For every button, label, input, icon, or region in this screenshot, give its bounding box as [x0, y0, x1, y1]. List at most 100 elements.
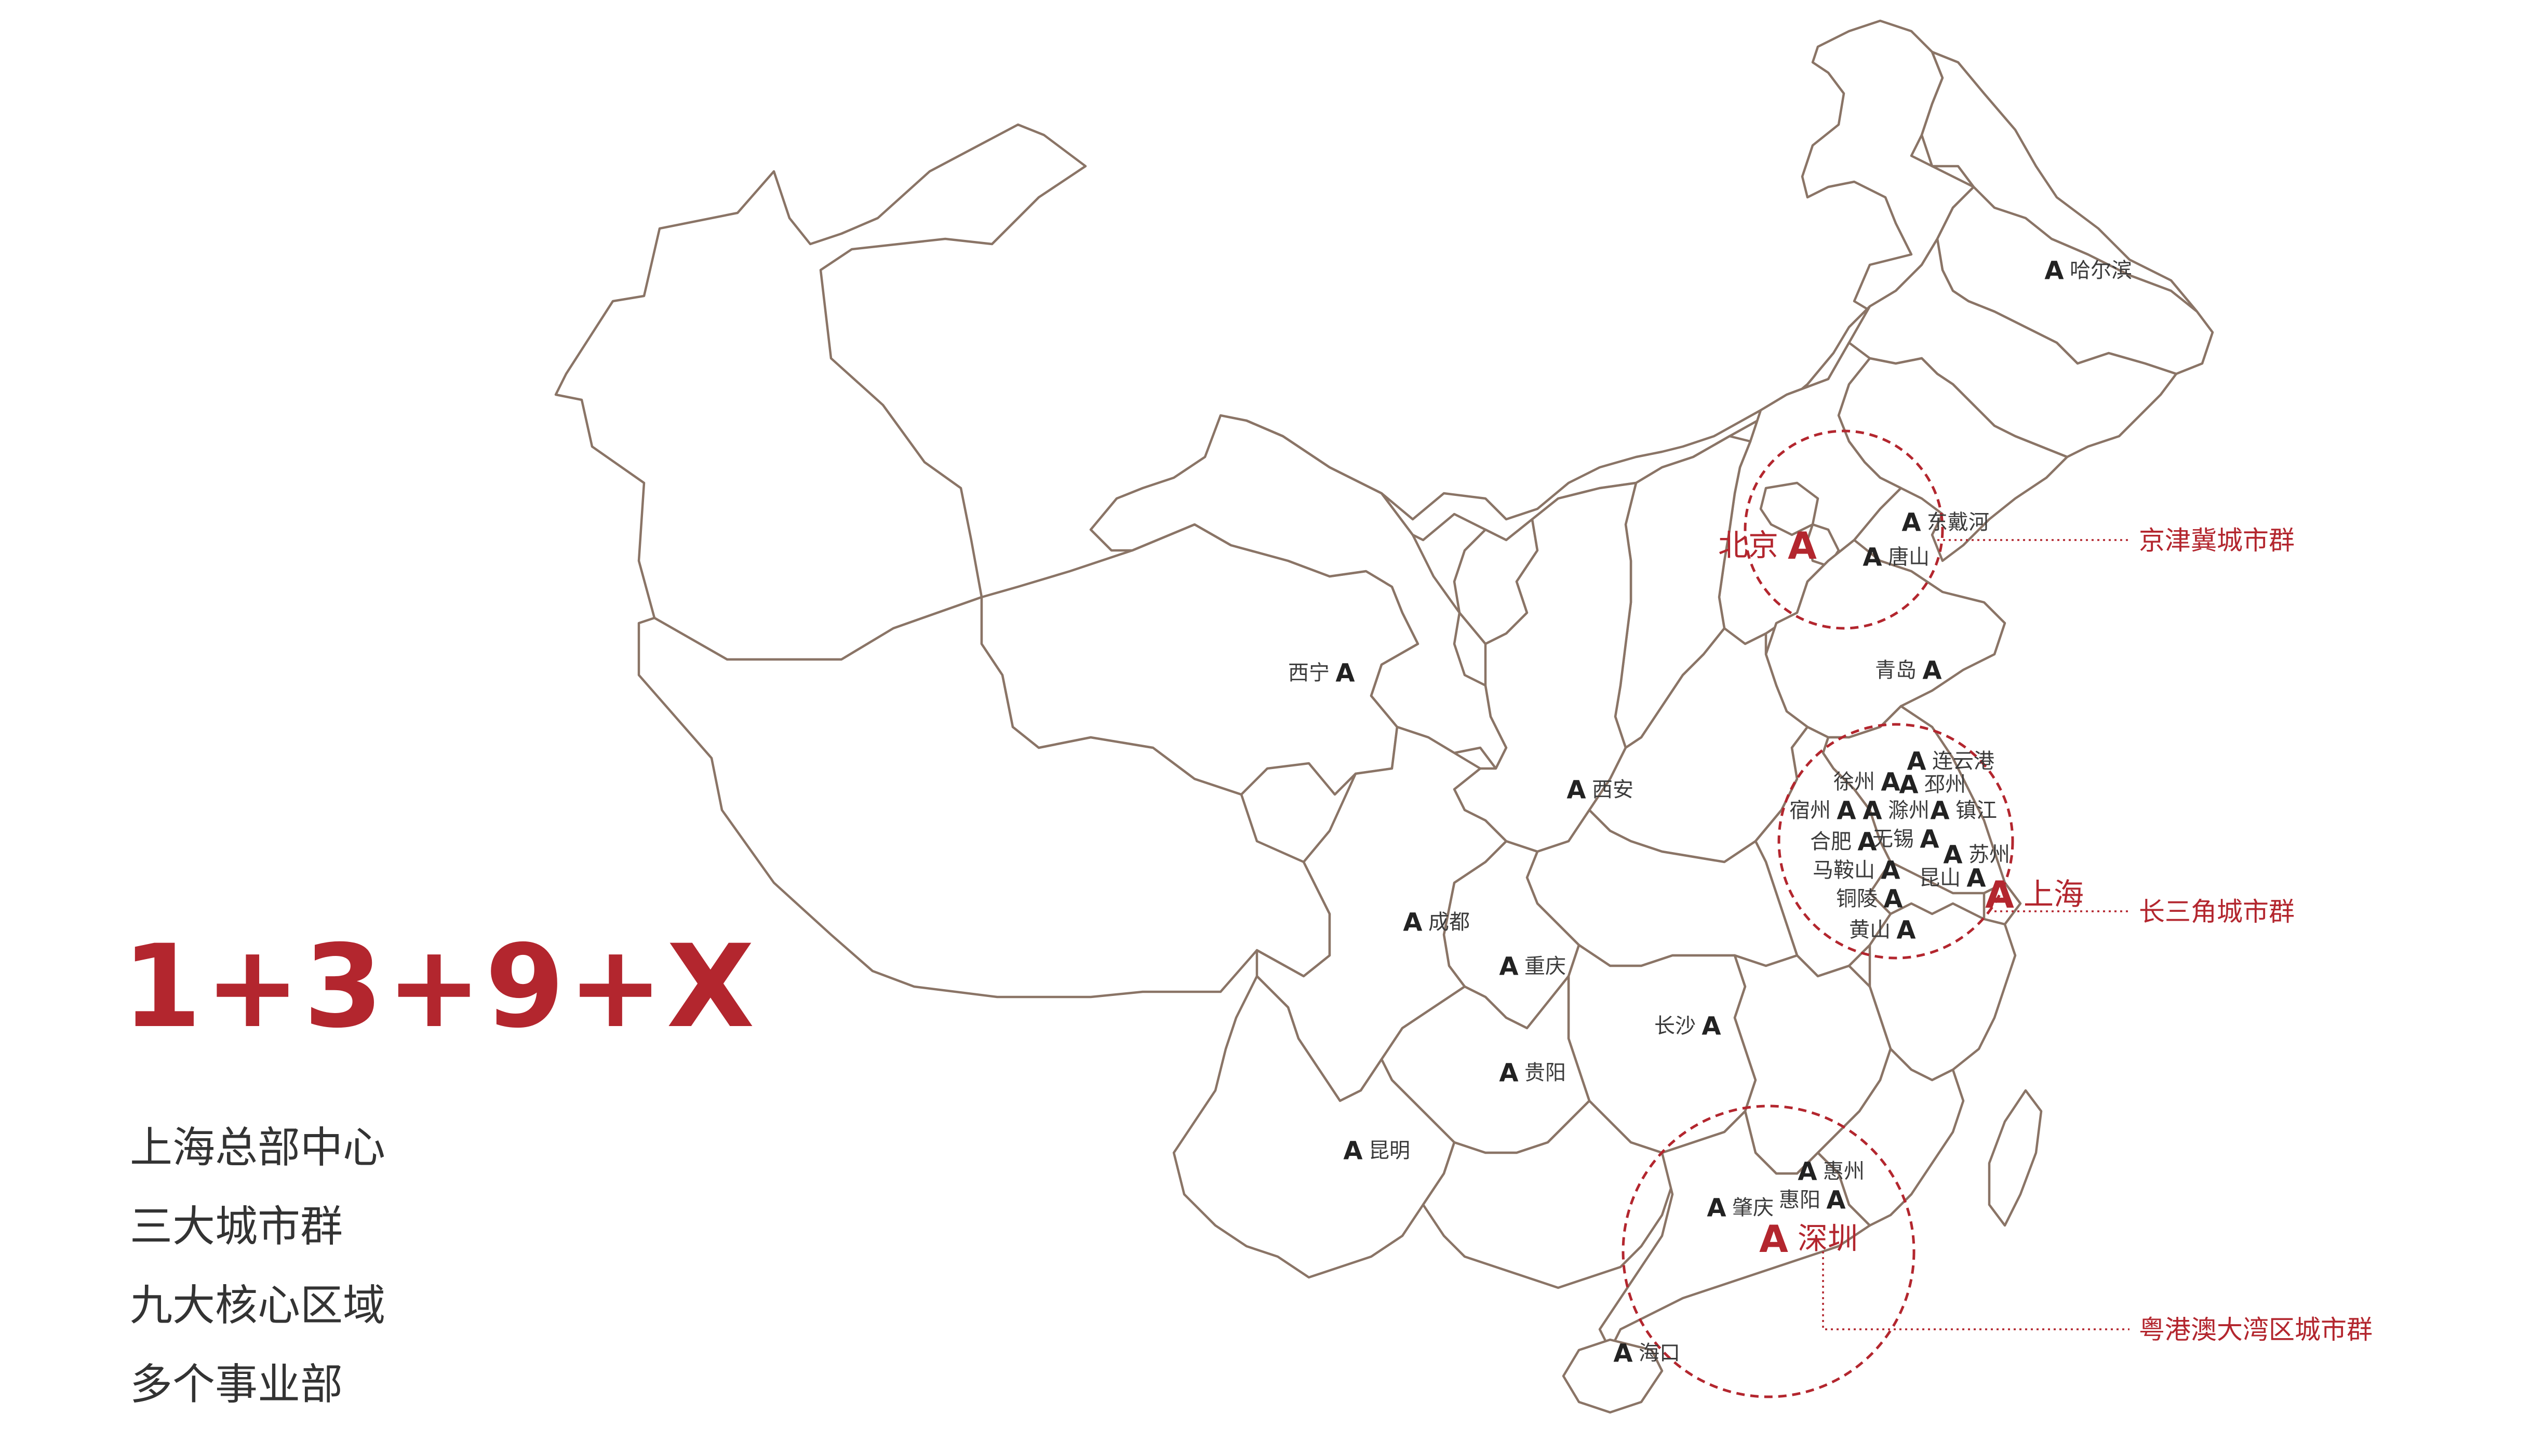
city-label: 黄山: [1849, 918, 1891, 942]
city-marker-xining: A西宁: [1288, 658, 1355, 687]
city-label: 镇江: [1955, 799, 1997, 823]
city-marker-kunming: A 昆明: [1343, 1136, 1410, 1165]
province-shanghai: [1983, 881, 2022, 926]
company-a-logo-icon: A: [1499, 952, 1518, 981]
province-gansu: [1089, 414, 1508, 770]
city-label: 连云港: [1932, 749, 1994, 773]
province-hainan: [1562, 1338, 1664, 1414]
province-yunnan: [1172, 975, 1456, 1279]
company-a-logo-icon: A: [1881, 856, 1900, 885]
city-label: 昆明: [1369, 1139, 1410, 1163]
company-a-logo-icon: A: [1837, 796, 1856, 825]
city-marker-harbin: A 哈尔滨: [2044, 256, 2132, 285]
company-a-logo-icon: A: [1826, 1185, 1845, 1215]
city-label: 徐州: [1833, 770, 1875, 794]
company-a-logo-icon: A: [1907, 747, 1926, 776]
company-a-logo-icon: A: [1702, 1012, 1721, 1041]
company-a-logo-icon: A: [1901, 508, 1921, 537]
company-a-logo-icon: A: [1863, 796, 1882, 825]
cluster-label: 粤港澳大湾区城市群: [2139, 1315, 2373, 1345]
company-a-logo-icon: A: [1566, 775, 1586, 804]
city-marker-changsha: A长沙: [1654, 1012, 1721, 1041]
city-label: 惠阳: [1779, 1188, 1820, 1212]
company-a-logo-icon: A: [1759, 1217, 1788, 1261]
company-a-logo-icon: A: [1883, 884, 1903, 913]
province-anhui: [1754, 725, 1892, 978]
company-a-logo-icon: A: [1985, 873, 2014, 916]
city-label: 深圳: [1798, 1221, 1858, 1256]
city-label: 马鞍山: [1813, 858, 1875, 882]
company-a-logo-icon: A: [1499, 1058, 1518, 1087]
summary-item: 上海总部中心: [130, 1123, 386, 1172]
city-marker-beijing: A 北京: [1718, 524, 1817, 568]
city-marker-shenzhen: A 深圳: [1759, 1217, 1858, 1261]
city-marker-huizhou: A 惠州: [1798, 1157, 1865, 1186]
province-xinjiang: [554, 123, 1087, 661]
company-a-logo-icon: A: [1966, 864, 1986, 893]
city-marker-qingdao: A青岛: [1875, 656, 1942, 685]
city-label: 苏州: [1968, 843, 2010, 867]
city-label: 重庆: [1524, 954, 1566, 978]
company-a-logo-icon: A: [1335, 658, 1355, 687]
city-label: 唐山: [1888, 545, 1930, 569]
summary-list: 上海总部中心 三大城市群 九大核心区域 多个事业部: [130, 1127, 385, 1442]
summary-item: 三大城市群: [130, 1202, 343, 1251]
city-label: 肇庆: [1732, 1196, 1774, 1220]
company-a-logo-icon: A: [1707, 1193, 1726, 1222]
city-marker-wuxi: A无锡: [1872, 825, 1939, 854]
city-marker-huangshan: A黄山: [1849, 915, 1916, 945]
headline: 1+3+9+X: [122, 920, 758, 1053]
summary-item: 九大核心区域: [130, 1281, 386, 1330]
province-guangdong: [1598, 1110, 1871, 1352]
province-guangxi: [1422, 1099, 1674, 1289]
company-a-logo-icon: A: [1613, 1339, 1632, 1368]
province-beijing: [1759, 481, 1819, 536]
company-a-logo-icon: A: [1881, 767, 1900, 797]
city-label: 长沙: [1654, 1014, 1696, 1038]
company-a-logo-icon: A: [1343, 1136, 1362, 1165]
cluster-label: 长三角城市群: [2139, 897, 2295, 927]
city-label: 滁州: [1888, 799, 1930, 823]
city-label: 青岛: [1875, 658, 1917, 682]
leader-line-greater-bay: [1822, 1251, 2129, 1330]
city-marker-tongling: A铜陵: [1836, 884, 1903, 913]
company-a-logo-icon: A: [1788, 524, 1817, 568]
city-label: 哈尔滨: [2070, 259, 2132, 282]
city-marker-suzhou-ah: A宿州: [1789, 796, 1856, 825]
city-marker-huiyang: A惠阳: [1779, 1185, 1846, 1215]
city-label: 昆山: [1919, 866, 1961, 890]
city-label: 无锡: [1872, 827, 1914, 851]
city-label: 西宁: [1288, 661, 1330, 685]
company-a-logo-icon: A: [1920, 825, 1939, 854]
city-label: 北京: [1718, 528, 1778, 563]
city-label: 惠州: [1823, 1160, 1865, 1183]
province-fujian: [1816, 1047, 1965, 1227]
city-label: 成都: [1428, 910, 1470, 934]
province-taiwan: [1988, 1089, 2043, 1227]
company-a-logo-icon: A: [1922, 656, 1941, 685]
city-marker-xuzhou: A徐州: [1833, 767, 1900, 797]
city-label: 宿州: [1789, 799, 1831, 823]
company-a-logo-icon: A: [1863, 543, 1882, 572]
company-a-logo-icon: A: [2044, 256, 2064, 285]
company-a-logo-icon: A: [1943, 840, 1962, 869]
cluster-label: 京津冀城市群: [2139, 525, 2295, 556]
city-marker-hefei: A合肥: [1810, 827, 1877, 856]
city-label: 海口: [1639, 1341, 1680, 1365]
company-a-logo-icon: A: [1798, 1157, 1817, 1186]
city-label: 上海: [2024, 877, 2084, 912]
city-label: 铜陵: [1836, 887, 1878, 911]
city-marker-haikou: A 海口: [1613, 1339, 1680, 1368]
cluster-ring-greater-bay: [1622, 1104, 1916, 1398]
